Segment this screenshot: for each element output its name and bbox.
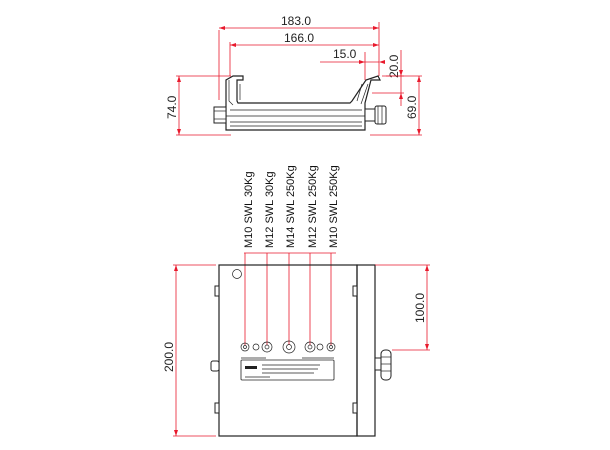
screw-handle — [374, 105, 387, 125]
side-flange — [356, 264, 376, 437]
hole-label-4: M12 SWL 250Kg — [307, 165, 319, 248]
front-view: 200.0 100.0 — [162, 264, 430, 437]
bolt-head-left — [213, 106, 227, 124]
dim-label-200: 200.0 — [162, 342, 176, 372]
info-plate — [240, 357, 335, 381]
front-screw-handle — [380, 349, 392, 381]
screw-shaft — [364, 108, 376, 122]
bolt-stub-left — [210, 360, 220, 372]
top-view: 183.0 166.0 15.0 20.0 — [165, 14, 422, 136]
dim-label-183: 183.0 — [281, 14, 311, 28]
dim-height: 200.0 — [162, 264, 216, 437]
dim-overall-width: 183.0 — [218, 14, 380, 100]
dim-label-15: 15.0 — [333, 47, 357, 61]
dim-hole-offset: 100.0 — [375, 264, 430, 351]
hole-labels: M10 SWL 30Kg M12 SWL 30Kg M14 SWL 250Kg … — [243, 165, 340, 345]
dim-inner-height: 69.0 — [370, 75, 422, 136]
dim-overall-height: 74.0 — [165, 75, 231, 136]
clamp-body — [218, 264, 358, 437]
dim-label-166: 166.0 — [284, 31, 314, 45]
dim-label-69: 69.0 — [405, 95, 419, 119]
hole-label-3: M14 SWL 250Kg — [285, 165, 297, 248]
dim-label-100: 100.0 — [413, 293, 427, 323]
dim-label-74: 74.0 — [165, 95, 179, 119]
dim-label-20: 20.0 — [387, 54, 401, 78]
hole-label-5: M10 SWL 250Kg — [328, 165, 340, 248]
dim-inner-width: 166.0 — [229, 31, 379, 76]
clamp-profile — [225, 75, 381, 131]
corner-hole — [232, 269, 242, 279]
hole-label-1: M10 SWL 30Kg — [243, 171, 255, 248]
dim-lip-width: 15.0 — [320, 47, 385, 80]
hole-label-2: M12 SWL 30Kg — [264, 171, 276, 248]
dim-lip-height: 20.0 — [372, 50, 404, 106]
front-screw-shaft — [374, 357, 382, 371]
mounting-holes — [240, 340, 336, 354]
